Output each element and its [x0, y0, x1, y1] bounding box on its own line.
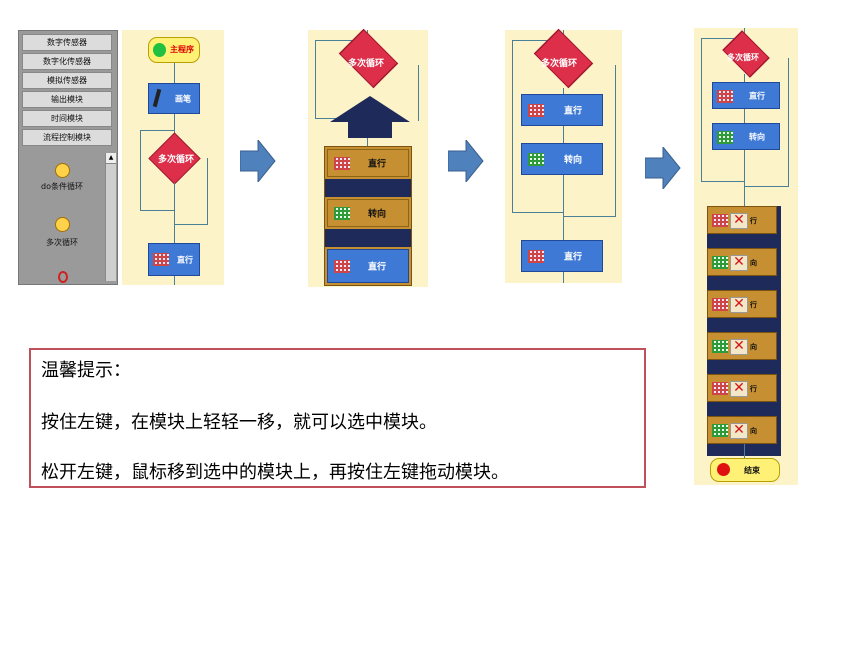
arrow-right-icon: [645, 147, 681, 189]
straight-icon: [334, 260, 350, 273]
delete-x-icon[interactable]: ✕: [730, 339, 748, 355]
palette-button-digitized-sensor[interactable]: 数字化传感器: [22, 53, 112, 70]
dragged-module-group[interactable]: 直行 转向 直行: [324, 146, 412, 286]
start-icon: [153, 43, 166, 57]
turn-block[interactable]: 转向: [327, 199, 409, 227]
tip-line-1: 按住左键，在模块上轻轻一移，就可以选中模块。: [41, 412, 437, 433]
mini-turn-block[interactable]: ✕ 向: [707, 416, 777, 444]
tip-box: 温馨提示： 按住左键，在模块上轻轻一移，就可以选中模块。 松开左键，鼠标移到选中…: [29, 348, 646, 488]
module-palette: 数字传感器 数字化传感器 模拟传感器 输出模块 时间模块 流程控制模块 do条件…: [18, 30, 118, 285]
tip-title: 温馨提示：: [41, 360, 131, 381]
palette-scrollbar[interactable]: ▲: [105, 153, 116, 281]
face-icon[interactable]: [55, 163, 70, 178]
turn-icon: [712, 256, 728, 269]
straight-block-2[interactable]: 直行: [327, 249, 409, 283]
palette-button-time-module[interactable]: 时间模块: [22, 110, 112, 127]
loop-diamond[interactable]: 多次循环: [521, 28, 605, 90]
delete-x-icon[interactable]: ✕: [730, 423, 748, 439]
loop-label: 多次循环: [348, 59, 385, 69]
palette-item-do-loop[interactable]: do条件循环: [41, 182, 83, 191]
block-label: 直行: [368, 262, 387, 273]
mini-straight-block[interactable]: ✕ 行: [707, 206, 777, 234]
loop-label: 多次循环: [727, 53, 759, 62]
loop-label: 多次循环: [541, 59, 578, 69]
start-label: 主程序: [170, 45, 194, 54]
straight-icon: [712, 214, 728, 227]
stop-icon[interactable]: [58, 271, 68, 283]
palette-button-analog-sensor[interactable]: 模拟传感器: [22, 72, 112, 89]
block-label: 向: [750, 427, 757, 435]
block-label: 行: [750, 301, 757, 309]
straight-block-2[interactable]: 直行: [521, 240, 603, 272]
pen-icon: [152, 88, 162, 108]
delete-x-icon[interactable]: ✕: [730, 213, 748, 229]
block-label: 直行: [749, 91, 765, 100]
start-node[interactable]: 主程序: [148, 37, 200, 63]
block-label: 直行: [564, 252, 583, 263]
delete-x-icon[interactable]: ✕: [730, 255, 748, 271]
delete-x-icon[interactable]: ✕: [730, 381, 748, 397]
block-label: 行: [750, 217, 757, 225]
loop-diamond[interactable]: 多次循环: [144, 132, 204, 185]
scroll-up-icon[interactable]: ▲: [106, 153, 116, 164]
block-label: 行: [750, 385, 757, 393]
block-label: 向: [750, 343, 757, 351]
block-label: 转向: [564, 155, 583, 166]
turn-icon: [712, 424, 728, 437]
flowchart-panel-2: 多次循环 直行 转向 直行: [308, 28, 428, 287]
loop-label: 多次循环: [158, 155, 195, 165]
face-icon[interactable]: [55, 217, 70, 232]
block-label: 画笔: [175, 94, 191, 103]
straight-icon: [712, 298, 728, 311]
straight-block[interactable]: 直行: [712, 82, 780, 109]
arrow-right-icon: [240, 140, 276, 182]
insert-arrow-icon: [330, 96, 410, 138]
palette-item-multi-loop[interactable]: 多次循环: [46, 238, 78, 247]
turn-block[interactable]: 转向: [712, 123, 780, 150]
palette-button-digital-sensor[interactable]: 数字传感器: [22, 34, 112, 51]
block-label: 转向: [749, 132, 765, 141]
turn-icon: [712, 340, 728, 353]
block-label: 直行: [564, 106, 583, 117]
turn-icon: [717, 131, 733, 144]
straight-icon: [528, 250, 544, 263]
mini-straight-block[interactable]: ✕ 行: [707, 290, 777, 318]
palette-button-flow-control[interactable]: 流程控制模块: [22, 129, 112, 146]
stop-icon: [717, 463, 730, 476]
mini-turn-block[interactable]: ✕ 向: [707, 332, 777, 360]
straight-block[interactable]: 直行: [327, 149, 409, 177]
loop-diamond[interactable]: 多次循环: [326, 28, 410, 90]
straight-icon: [528, 104, 544, 117]
straight-icon: [334, 157, 350, 170]
loop-diamond[interactable]: 多次循环: [708, 30, 782, 80]
palette-button-output-module[interactable]: 输出模块: [22, 91, 112, 108]
block-label: 直行: [368, 159, 387, 170]
mini-turn-block[interactable]: ✕ 向: [707, 248, 777, 276]
mini-straight-block[interactable]: ✕ 行: [707, 374, 777, 402]
copied-module-stack[interactable]: [707, 206, 781, 456]
flowchart-panel-3: 多次循环 直行 转向 直行: [505, 28, 622, 283]
straight-icon: [712, 382, 728, 395]
straight-block[interactable]: 直行: [148, 243, 200, 276]
block-label: 转向: [368, 209, 387, 220]
turn-icon: [528, 153, 544, 166]
straight-block[interactable]: 直行: [521, 94, 603, 126]
end-node[interactable]: 结束: [710, 458, 780, 482]
flowchart-panel-1: 主程序 画笔 多次循环 直行: [122, 30, 224, 285]
tip-line-2: 松开左键，鼠标移到选中的模块上，再按住左键拖动模块。: [41, 462, 509, 483]
end-label: 结束: [744, 466, 760, 475]
arrow-right-icon: [448, 140, 484, 182]
pen-block[interactable]: 画笔: [148, 83, 200, 114]
flowchart-panel-4: 多次循环 直行 转向 ✕ 行 ✕ 向 ✕ 行 ✕ 向 ✕ 行 ✕ 向: [694, 28, 798, 485]
straight-icon: [153, 253, 169, 266]
turn-block[interactable]: 转向: [521, 143, 603, 175]
block-label: 向: [750, 259, 757, 267]
turn-icon: [334, 207, 350, 220]
block-label: 直行: [177, 255, 193, 264]
straight-icon: [717, 90, 733, 103]
delete-x-icon[interactable]: ✕: [730, 297, 748, 313]
